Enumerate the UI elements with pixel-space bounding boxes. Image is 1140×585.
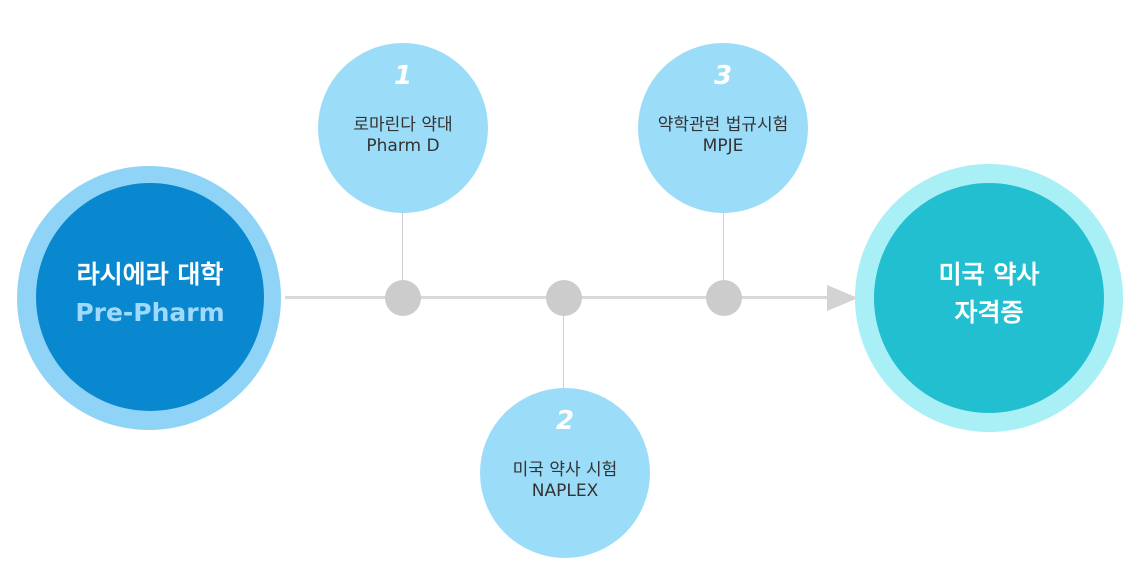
step-3-circle: 3 약학관련 법규시험 MPJE [638,43,808,213]
start-title: 라시에라 대학 [76,260,224,289]
end-line-1: 미국 약사 [938,260,1040,289]
step-2-circle: 2 미국 약사 시험 NAPLEX [480,388,650,558]
step-2-number: 2 [555,406,575,436]
timeline-node-3 [706,280,742,316]
step-2-label: 미국 약사 시험 [512,460,618,480]
step-1-label: 로마린다 약대 [353,115,453,135]
timeline-node-1 [385,280,421,316]
connector-step-3 [723,212,724,290]
step-1-sublabel: Pharm D [366,136,440,156]
step-1-circle: 1 로마린다 약대 Pharm D [318,43,488,213]
start-subtitle: Pre-Pharm [75,298,225,327]
timeline-node-2 [546,280,582,316]
step-3-label: 약학관련 법규시험 [657,115,789,135]
end-circle: 미국 약사 자격증 [874,183,1104,413]
step-1-number: 1 [393,61,413,91]
step-3-number: 3 [713,61,733,91]
connector-step-2 [563,306,564,390]
arrow-head-icon [827,285,858,311]
start-circle: 라시에라 대학 Pre-Pharm [36,183,264,411]
connector-step-1 [402,212,403,290]
step-3-sublabel: MPJE [702,136,744,156]
end-line-2: 자격증 [954,298,1024,327]
step-2-sublabel: NAPLEX [531,481,599,501]
